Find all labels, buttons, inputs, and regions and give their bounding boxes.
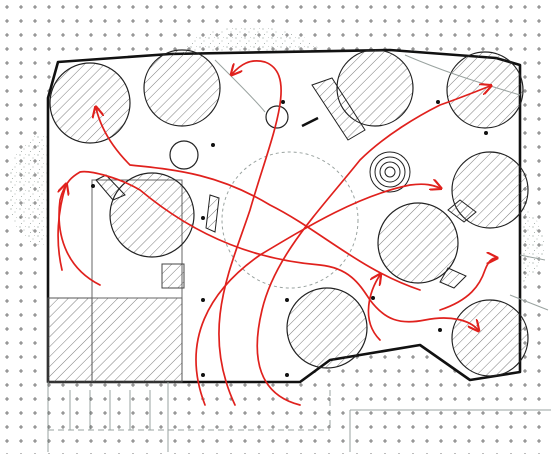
small-hatched-pad [161,263,185,289]
curved-bench [95,174,126,201]
curved-bench [311,77,366,141]
circulation-arrow [367,275,380,341]
circulation-arrow [57,185,66,271]
planter-circle [377,202,459,284]
building-hatched-block [47,297,183,383]
circulation-arrow [218,60,282,406]
circulation-arrow [96,108,421,291]
building-block [47,179,185,383]
bollards [91,100,488,377]
circulation-arrow [58,170,478,330]
edge-lines [214,54,549,311]
circulation-paths [57,60,496,406]
curved-bench [447,199,477,223]
planter-circle [286,287,368,369]
central-dashed-ring [221,151,359,289]
planter-circle [49,62,131,144]
bench-stub [301,116,319,128]
planter-circle [451,299,529,377]
circulation-arrow [256,86,490,406]
steps [47,382,551,452]
benches [95,77,477,289]
planter-circle [109,172,195,258]
curved-bench [205,194,220,233]
planter-circle [446,51,524,129]
planters [49,49,529,377]
small-round-table [265,105,289,129]
small-round-table [169,140,199,170]
curved-bench [439,267,467,289]
concentric-rings [369,151,411,193]
planter-circle [143,49,221,127]
circulation-arrow [439,258,496,311]
circulation-arrow [195,184,440,406]
